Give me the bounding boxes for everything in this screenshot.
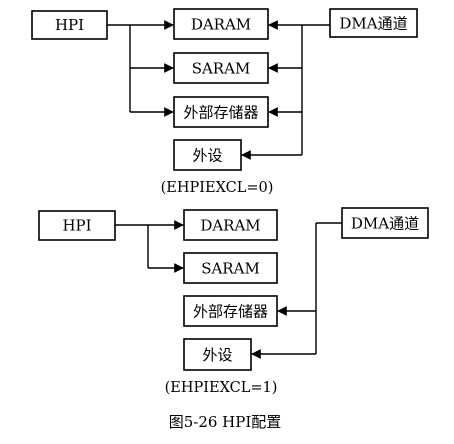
- dma-box-bottom: DMA通道: [341, 207, 429, 239]
- hpi-connections-bottom: [115, 220, 184, 273]
- hpi-label-bottom: HPI: [62, 217, 91, 235]
- config-top: HPI DARAM SARAM 外部存储器 外设 DMA通道: [31, 8, 418, 196]
- dma-connections-bottom: [251, 222, 342, 359]
- dma-box-top: DMA通道: [329, 8, 418, 38]
- peripheral-label-bottom: 外设: [202, 346, 232, 364]
- hpi-box-bottom: HPI: [38, 210, 116, 241]
- hpi-label-top: HPI: [55, 16, 84, 34]
- daram-box-top: DARAM: [173, 8, 269, 40]
- hpi-box-top: HPI: [31, 10, 108, 40]
- hpi-connections-top: [107, 20, 174, 117]
- peripheral-label-top: 外设: [192, 147, 222, 165]
- external-memory-box-top: 外部存储器: [173, 96, 269, 128]
- saram-box-bottom: SARAM: [183, 252, 278, 284]
- saram-label-bottom: SARAM: [201, 260, 260, 278]
- dma-label-top: DMA通道: [339, 15, 407, 33]
- dma-label-bottom: DMA通道: [351, 215, 419, 233]
- dma-connections-top: [241, 20, 330, 160]
- external-memory-label-top: 外部存储器: [183, 104, 258, 122]
- figure-caption: 图5-26 HPI配置: [169, 413, 282, 431]
- peripheral-box-top: 外设: [173, 139, 242, 171]
- config-bottom: HPI DARAM SARAM 外部存储器 外设 DMA通道: [38, 207, 429, 396]
- external-memory-label-bottom: 外部存储器: [193, 303, 268, 321]
- saram-label-top: SARAM: [192, 60, 251, 78]
- peripheral-box-bottom: 外设: [183, 338, 252, 371]
- daram-box-bottom: DARAM: [183, 209, 278, 241]
- caption-bottom: (EHPIEXCL=1): [165, 380, 278, 396]
- daram-label-bottom: DARAM: [200, 217, 260, 235]
- caption-top: (EHPIEXCL=0): [161, 180, 274, 196]
- daram-label-top: DARAM: [191, 16, 251, 34]
- external-memory-box-bottom: 外部存储器: [183, 295, 278, 327]
- saram-box-top: SARAM: [173, 52, 269, 84]
